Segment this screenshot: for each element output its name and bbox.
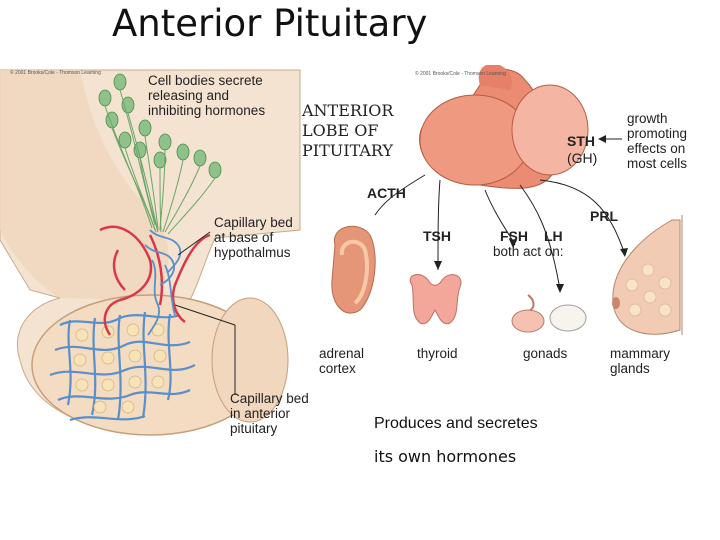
label-gh: (GH) <box>567 151 597 165</box>
label-lh: LH <box>544 229 563 243</box>
copyright-right: © 2001 Brooks/Cole - Thomson Learning <box>415 71 506 77</box>
caption-produces: Produces and secretes <box>374 415 538 433</box>
label-tsh: TSH <box>423 229 451 243</box>
slide-title: Anterior Pituitary <box>112 2 427 45</box>
label-capillary-hypo-line1: Capillary bed <box>214 216 293 230</box>
label-both-act-on: both act on: <box>493 245 564 259</box>
label-anterior-lobe-line3: PITUITARY <box>302 141 393 160</box>
label-cell-bodies-line3: inhibiting hormones <box>148 104 265 118</box>
copyright-left: © 2001 Brooks/Cole - Thomson Learning <box>10 70 101 76</box>
caption-own-hormones: its own hormones <box>374 447 516 466</box>
label-cell-bodies-line2: releasing and <box>148 89 229 103</box>
label-capillary-ant-line3: pituitary <box>230 422 277 436</box>
label-growth-line1: growth <box>627 112 668 126</box>
label-thyroid: thyroid <box>417 347 458 361</box>
label-capillary-hypo-line3: hypothalmus <box>214 246 291 260</box>
label-growth-line2: promoting <box>627 127 687 141</box>
label-capillary-ant-line1: Capillary bed <box>230 392 309 406</box>
label-prl: PRL <box>590 209 618 223</box>
label-capillary-hypo-line2: at base of <box>214 231 273 245</box>
label-adrenal-line2: cortex <box>319 362 356 376</box>
label-sth: STH <box>567 134 595 148</box>
label-mammary-line2: glands <box>610 362 650 376</box>
label-acth: ACTH <box>367 186 406 200</box>
label-growth-line3: effects on <box>627 142 685 156</box>
label-gonads: gonads <box>523 347 567 361</box>
label-cell-bodies-line1: Cell bodies secrete <box>148 74 263 88</box>
label-mammary-line1: mammary <box>610 347 670 361</box>
label-capillary-ant-line2: in anterior <box>230 407 290 421</box>
label-anterior-lobe-line1: ANTERIOR <box>302 101 393 120</box>
label-adrenal-line1: adrenal <box>319 347 364 361</box>
label-anterior-lobe-line2: LOBE OF <box>302 121 378 140</box>
label-growth-line4: most cells <box>627 157 687 171</box>
label-fsh: FSH <box>500 229 528 243</box>
